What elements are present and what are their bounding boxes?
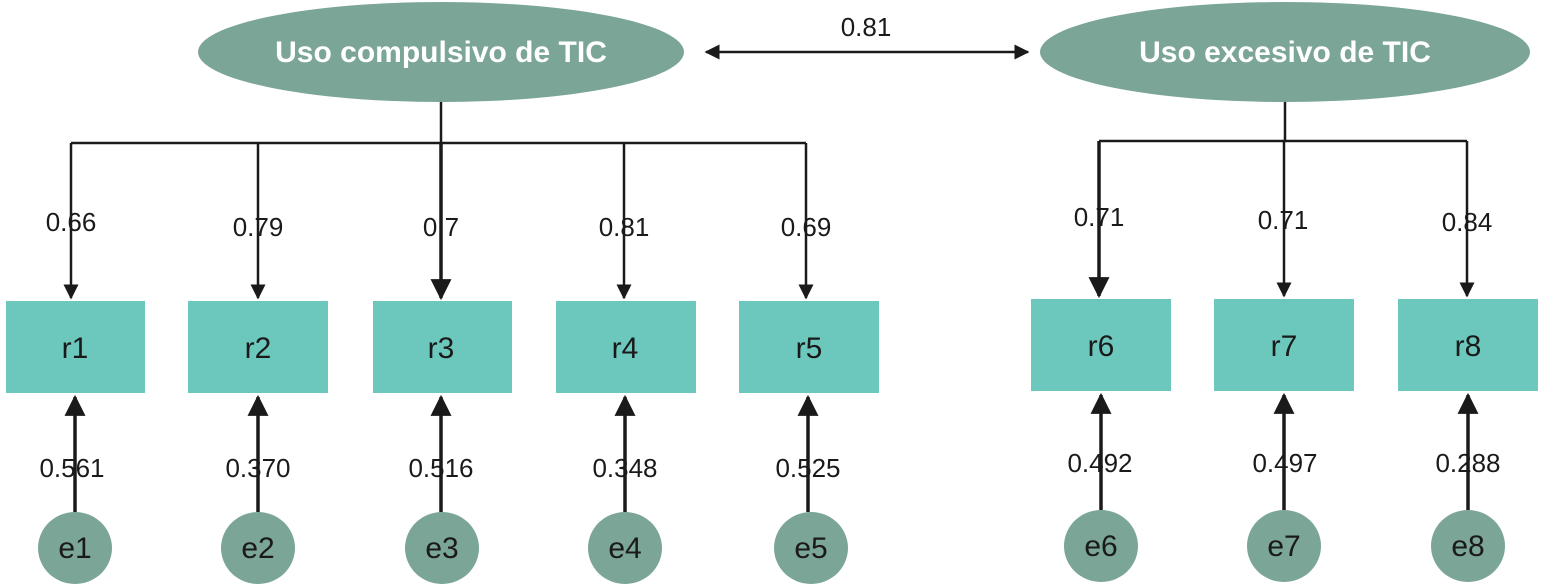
loading-value-r1: 0.66: [46, 207, 97, 237]
error-label-e4: e4: [608, 532, 641, 565]
indicator-box-r4: [556, 301, 696, 393]
loading-value-r8: 0.84: [1442, 207, 1493, 237]
loading-value-r7: 0.71: [1258, 205, 1309, 235]
indicator-r6: 0.71 r6 0.492 e6: [1031, 141, 1171, 582]
loading-value-r2: 0.79: [233, 212, 284, 242]
indicator-box-r1: [6, 301, 145, 393]
indicator-r8: 0.84 r8 0.288 e8: [1398, 141, 1538, 582]
indicator-label-r1: r1: [62, 332, 89, 365]
indicator-label-r3: r3: [428, 332, 455, 365]
indicator-label-r8: r8: [1455, 330, 1482, 363]
loading-value-r4: 0.81: [599, 212, 650, 242]
error-circle-e6: [1064, 510, 1138, 582]
latent-ellipse-compulsive: [198, 2, 684, 102]
indicator-label-r2: r2: [245, 332, 272, 365]
indicator-label-r4: r4: [612, 332, 639, 365]
error-value-r5: 0.525: [775, 453, 840, 483]
error-value-r4: 0.348: [592, 453, 657, 483]
error-circle-e1: [38, 512, 112, 584]
latent-label-compulsive: Uso compulsivo de TIC: [275, 36, 607, 69]
error-circle-e7: [1247, 510, 1321, 582]
error-label-e8: e8: [1451, 530, 1484, 563]
latent-ellipse-excessive: [1040, 2, 1530, 102]
correlation-value: 0.81: [841, 12, 892, 42]
loading-value-r5: 0.69: [781, 212, 832, 242]
error-label-e6: e6: [1084, 530, 1117, 563]
latent-label-excessive: Uso excesivo de TIC: [1139, 36, 1431, 69]
indicator-box-r3: [373, 301, 512, 393]
error-circle-e4: [588, 512, 662, 584]
indicator-label-r5: r5: [796, 332, 823, 365]
indicator-label-r6: r6: [1088, 330, 1115, 363]
error-label-e1: e1: [58, 532, 91, 565]
error-value-r6: 0.492: [1067, 448, 1132, 478]
latent-factor-compulsive: Uso compulsivo de TIC: [198, 2, 684, 102]
error-value-r1: 0.561: [39, 453, 104, 483]
indicator-box-r6: [1031, 299, 1171, 391]
error-label-e7: e7: [1267, 530, 1300, 563]
indicator-r1: 0.66 r1 0.561 e1: [6, 143, 145, 584]
indicator-r4: 0.81 r4 0.348 e4: [556, 143, 696, 584]
indicator-box-r5: [739, 301, 879, 393]
latent-factor-excessive: Uso excesivo de TIC: [1040, 2, 1530, 102]
indicator-r3: 0.7 r3 0.516 e3: [373, 143, 512, 584]
error-label-e5: e5: [794, 532, 827, 565]
error-value-r8: 0.288: [1435, 448, 1500, 478]
loading-value-r6: 0.71: [1074, 202, 1125, 232]
error-value-r3: 0.516: [408, 453, 473, 483]
indicator-box-r7: [1214, 299, 1354, 391]
indicator-r5: 0.69 r5 0.525 e5: [739, 143, 879, 584]
indicator-box-r8: [1398, 299, 1538, 391]
error-label-e3: e3: [425, 532, 458, 565]
error-circle-e8: [1431, 510, 1505, 582]
error-circle-e2: [221, 512, 295, 584]
error-circle-e3: [405, 512, 479, 584]
indicator-r7: 0.71 r7 0.497 e7: [1214, 141, 1354, 582]
indicator-box-r2: [188, 301, 328, 393]
loading-value-r3: 0.7: [423, 212, 459, 242]
indicator-label-r7: r7: [1271, 330, 1298, 363]
error-value-r7: 0.497: [1252, 448, 1317, 478]
error-label-e2: e2: [241, 532, 274, 565]
indicator-r2: 0.79 r2 0.370 e2: [188, 143, 328, 584]
error-value-r2: 0.370: [225, 453, 290, 483]
error-circle-e5: [774, 512, 848, 584]
